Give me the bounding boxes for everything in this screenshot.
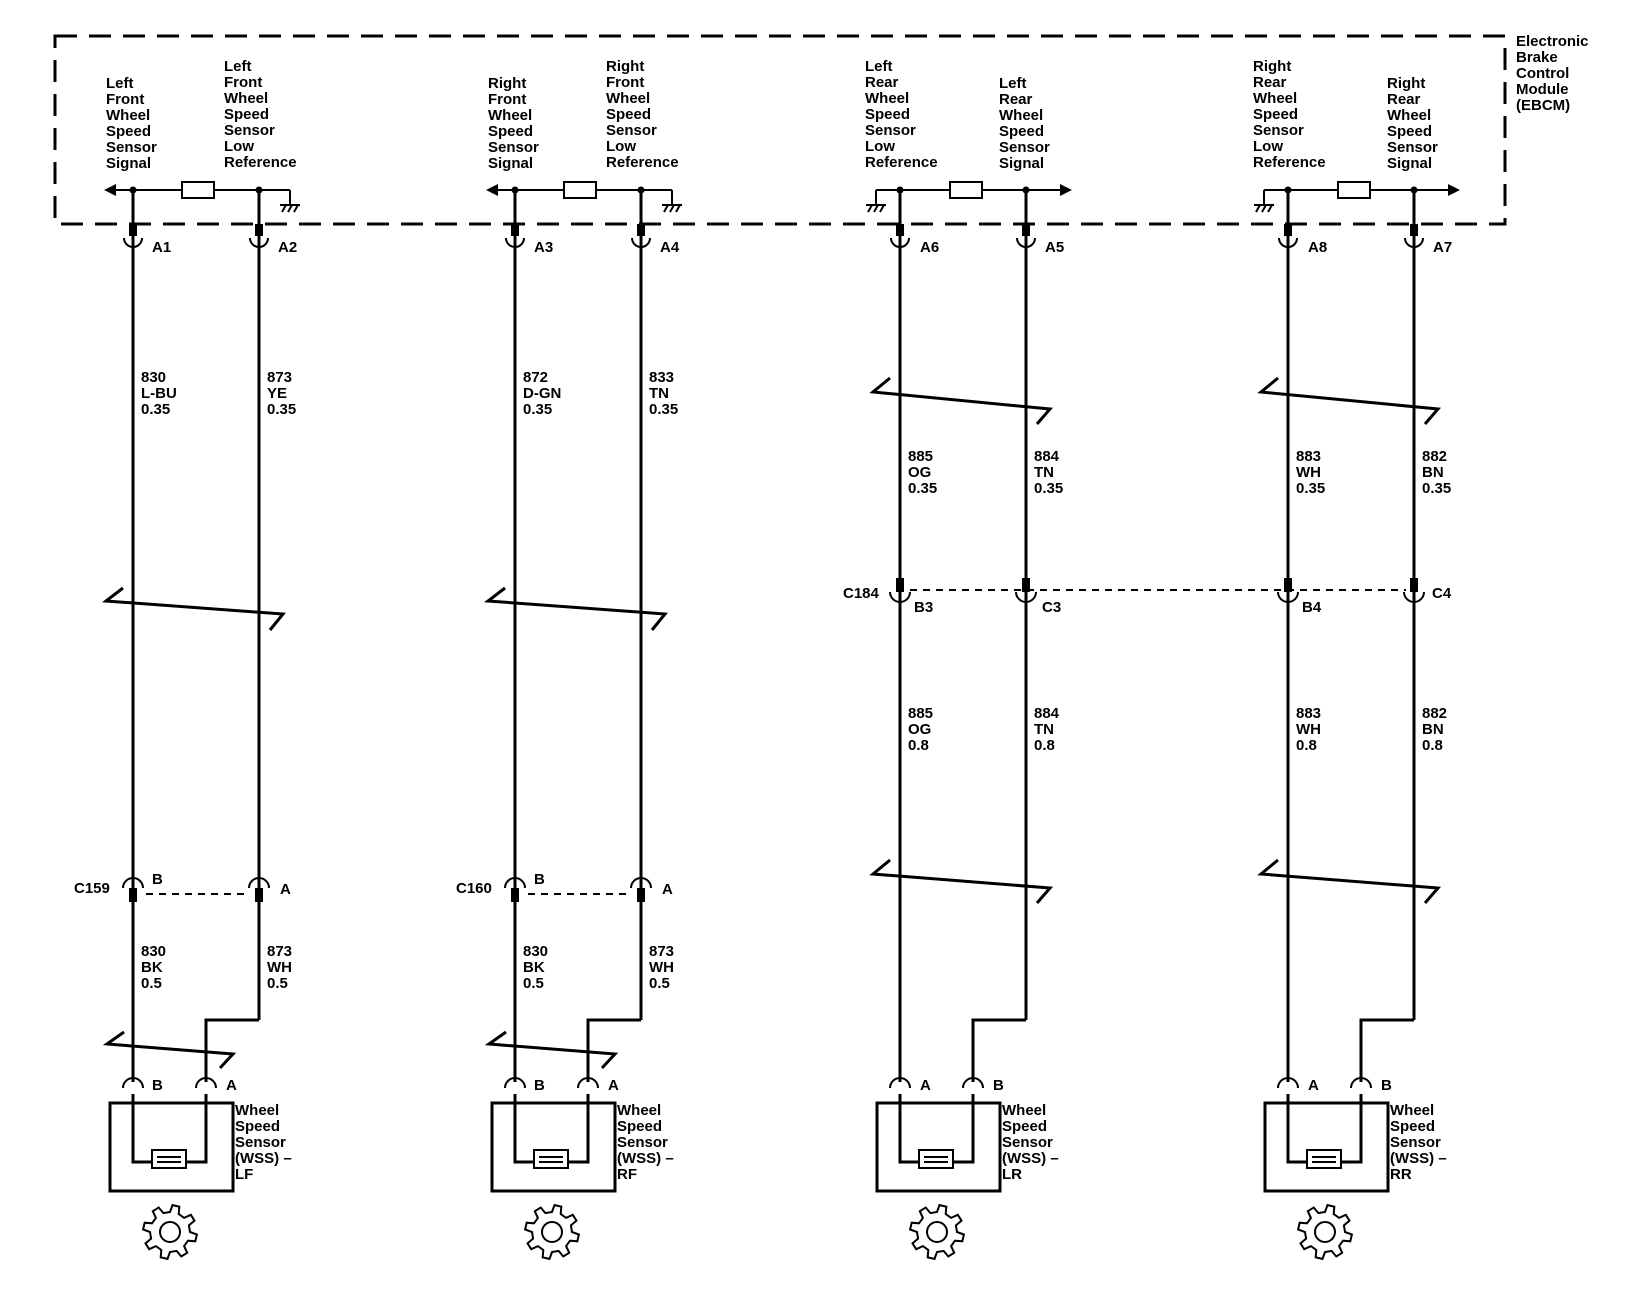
lf-signal-arrow <box>104 184 116 196</box>
rr-lower-low-ref-wire-label: 883 WH 0.8 <box>1296 705 1325 754</box>
rf-ground-icon <box>662 190 682 213</box>
lr-signal-pin: A5 <box>1045 239 1064 256</box>
lf-sensor-label: Wheel Speed Sensor (WSS) – LF <box>235 1102 296 1183</box>
rf-low-ref-wire-jog <box>586 1018 641 1082</box>
rr-sensor-low-ref-pin: A <box>1308 1077 1319 1094</box>
lr-upper-signal-wire-label: 884 TN 0.35 <box>1034 448 1063 497</box>
rf-twisted-pair-marker <box>483 586 668 631</box>
rf-sensor-label: Wheel Speed Sensor (WSS) – RF <box>617 1102 678 1183</box>
lf-upper-signal-wire-label: 830 L-BU 0.35 <box>141 369 181 418</box>
rr-sensor-signal-pin: B <box>1381 1077 1392 1094</box>
lf-low-ref-pin: A2 <box>278 239 297 256</box>
rr-conn-low-ref-pin: B4 <box>1302 599 1322 616</box>
lr-upper-twisted-pair-marker <box>869 376 1054 425</box>
lf-sensor-body <box>108 1101 235 1193</box>
lr-lower-signal-wire-label: 884 TN 0.8 <box>1034 705 1063 754</box>
rf-conn-low-ref-pin: A <box>662 881 673 898</box>
rf-upper-signal-wire-label: 872 D-GN 0.35 <box>523 369 566 418</box>
lr-conn-low-ref-pin: B3 <box>914 599 933 616</box>
rr-lower-twisted-pair-marker <box>1257 858 1442 904</box>
rr-signal-arrow <box>1448 184 1460 196</box>
rr-signal-label: Right Rear Wheel Speed Sensor Signal <box>1387 75 1442 172</box>
lf-lower-low-ref-wire-label: 873 WH 0.5 <box>267 943 296 992</box>
lf-lower-signal-wire-label: 830 BK 0.5 <box>141 943 170 992</box>
lf-sensor-twisted-pair-marker <box>102 1030 237 1070</box>
rr-signal-pin: A7 <box>1433 239 1452 256</box>
rf-lower-signal-wire-label: 830 BK 0.5 <box>523 943 552 992</box>
rf-lower-low-ref-wire-label: 873 WH 0.5 <box>649 943 678 992</box>
rr-low-ref-pin: A8 <box>1308 239 1327 256</box>
lr-upper-low-ref-wire-label: 885 OG 0.35 <box>908 448 937 497</box>
lf-internal-resistor <box>181 181 215 199</box>
lf-ground-icon <box>280 190 300 213</box>
channel-lf: Left Front Wheel Speed Sensor Signal Lef… <box>74 58 300 1261</box>
rf-sensor-signal-pin: B <box>534 1077 545 1094</box>
lr-low-ref-label: Left Rear Wheel Speed Sensor Low Referen… <box>865 58 938 171</box>
rr-low-ref-label: Right Rear Wheel Speed Sensor Low Refere… <box>1253 58 1326 171</box>
lf-signal-pin: A1 <box>152 239 171 256</box>
rf-signal-label: Right Front Wheel Speed Sensor Signal <box>488 75 543 172</box>
rr-internal-resistor <box>1337 181 1371 199</box>
lr-internal-resistor <box>949 181 983 199</box>
lr-sensor-label: Wheel Speed Sensor (WSS) – LR <box>1002 1102 1063 1183</box>
lr-sensor-low-ref-pin: A <box>920 1077 931 1094</box>
channel-rf: Right Front Wheel Speed Sensor Signal Ri… <box>456 58 682 1261</box>
lf-sensor-signal-pin: B <box>152 1077 163 1094</box>
lf-conn-low-ref-pin: A <box>280 881 291 898</box>
rf-sensor-twisted-pair-marker <box>484 1030 619 1070</box>
rr-sensor-element-icon <box>1306 1149 1342 1169</box>
rr-upper-twisted-pair-marker <box>1257 376 1442 425</box>
lf-sensor-element-icon <box>151 1149 187 1169</box>
rr-conn-signal-pin: C4 <box>1432 585 1452 602</box>
rr-sensor-label: Wheel Speed Sensor (WSS) – RR <box>1390 1102 1451 1183</box>
rr-ground-icon <box>1254 190 1274 213</box>
rf-connector-id: C160 <box>456 880 492 897</box>
ebcm-module-boundary <box>53 34 1507 226</box>
lr-conn-signal-pin: C3 <box>1042 599 1061 616</box>
rf-sensor-low-ref-pin: A <box>608 1077 619 1094</box>
lf-sensor-low-ref-pin: A <box>226 1077 237 1094</box>
lr-low-ref-pin: A6 <box>920 239 939 256</box>
rf-internal-resistor <box>563 181 597 199</box>
rf-sensor-element-icon <box>533 1149 569 1169</box>
rr-signal-wire-jog <box>1359 1018 1414 1082</box>
lf-low-ref-wire-jog <box>204 1018 259 1082</box>
lf-twisted-pair-marker <box>101 586 286 631</box>
lf-connector-id: C159 <box>74 880 110 897</box>
lr-signal-arrow <box>1060 184 1072 196</box>
rf-conn-signal-pin: B <box>534 871 545 888</box>
lf-conn-signal-pin: B <box>152 871 163 888</box>
lr-sensor-signal-pin: B <box>993 1077 1004 1094</box>
rf-upper-low-ref-wire-label: 833 TN 0.35 <box>649 369 678 418</box>
lr-lower-twisted-pair-marker <box>869 858 1054 904</box>
lf-signal-label: Left Front Wheel Speed Sensor Signal <box>106 75 161 172</box>
rr-lower-signal-wire-label: 882 BN 0.8 <box>1422 705 1451 754</box>
lf-tone-wheel-gear-icon <box>141 1203 199 1261</box>
lr-signal-wire-jog <box>971 1018 1026 1082</box>
channel-lr: Left Rear Wheel Speed Sensor Low Referen… <box>865 58 1072 1261</box>
channel-rr: Right Rear Wheel Speed Sensor Low Refere… <box>1253 58 1460 1261</box>
lr-sensor-element-icon <box>918 1149 954 1169</box>
lr-signal-label: Left Rear Wheel Speed Sensor Signal <box>999 75 1054 172</box>
rr-upper-signal-wire-label: 882 BN 0.35 <box>1422 448 1451 497</box>
rf-low-ref-label: Right Front Wheel Speed Sensor Low Refer… <box>606 58 679 171</box>
rf-signal-pin: A3 <box>534 239 553 256</box>
lr-tone-wheel-gear-icon <box>908 1203 966 1261</box>
rf-tone-wheel-gear-icon <box>523 1203 581 1261</box>
rear-connector-id: C184 <box>843 585 880 602</box>
rf-signal-arrow <box>486 184 498 196</box>
rf-low-ref-pin: A4 <box>660 239 680 256</box>
rr-upper-low-ref-wire-label: 883 WH 0.35 <box>1296 448 1325 497</box>
lf-upper-low-ref-wire-label: 873 YE 0.35 <box>267 369 296 418</box>
lf-low-ref-label: Left Front Wheel Speed Sensor Low Refere… <box>224 58 297 171</box>
lr-ground-icon <box>866 190 886 213</box>
rf-sensor-body <box>490 1101 617 1193</box>
ebcm-label: Electronic Brake Control Module (EBCM) <box>1516 33 1593 114</box>
lr-sensor-body <box>875 1101 1002 1193</box>
rr-tone-wheel-gear-icon <box>1296 1203 1354 1261</box>
lr-lower-low-ref-wire-label: 885 OG 0.8 <box>908 705 937 754</box>
rr-sensor-body <box>1263 1101 1390 1193</box>
